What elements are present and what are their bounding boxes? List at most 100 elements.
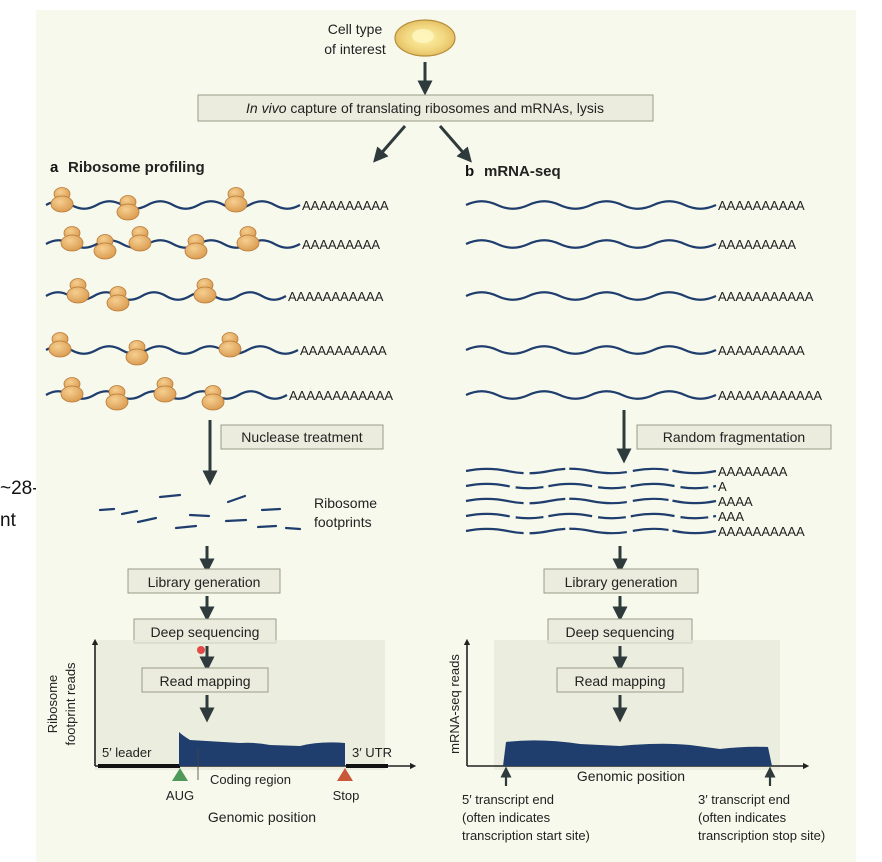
- y-axis-label-a: Ribosome: [45, 675, 60, 734]
- fragment-tail: A: [718, 479, 727, 494]
- transcript-end-label: 3′ transcript end: [698, 792, 790, 807]
- footprint-fragments: [98, 493, 302, 531]
- poly-a-tail: AAAAAAAAAAA: [288, 289, 384, 304]
- mrna-fragment: [465, 467, 717, 475]
- cell-icon: [394, 19, 456, 57]
- library-step-label-b: Library generation: [565, 574, 678, 590]
- ribosome-icon: [128, 226, 152, 252]
- fragment-tail: AAAA: [718, 494, 753, 509]
- y-axis-label-a: footprint reads: [63, 662, 78, 746]
- capture-step-label: In vivo capture of translating ribosomes…: [246, 100, 604, 116]
- capture-step-box: [197, 94, 654, 122]
- nuclease-step-box: [220, 424, 384, 450]
- ribosome-icon: [60, 226, 84, 252]
- read-mapping-label-a: Read mapping: [159, 673, 250, 689]
- transcript-start-label: (often indicates: [462, 810, 551, 825]
- x-axis-label-a: Genomic position: [208, 809, 316, 825]
- read-mapping-box-b: [556, 667, 684, 693]
- fragmentation-step-box: [636, 424, 832, 450]
- poly-a-tail: AAAAAAAAAA: [300, 343, 387, 358]
- flow-arrow-left: [373, 125, 407, 163]
- mrna-strand: [45, 345, 299, 355]
- deep-sequencing-label-a: Deep sequencing: [151, 624, 260, 640]
- mrna-fragment: [465, 512, 717, 520]
- panel-a-mrna-strands: AAAAAAAAAAAAAAAAAAAAAAAAAAAAAAAAAAAAAAAA…: [45, 187, 393, 411]
- library-step-box-b: [543, 568, 699, 594]
- ribosome-icon: [224, 187, 248, 213]
- mrna-strand: [465, 239, 717, 249]
- ribosome-icon: [153, 377, 177, 403]
- ribosome-icon: [106, 286, 130, 312]
- panel-a-title: Ribosome profiling: [68, 159, 205, 176]
- read-mapping-box-a: [141, 667, 269, 693]
- library-step-box-a: [127, 568, 281, 594]
- panel-b-mrna-strands: AAAAAAAAAAAAAAAAAAAAAAAAAAAAAAAAAAAAAAAA…: [465, 198, 822, 403]
- ribosome-icon: [50, 187, 74, 213]
- poly-a-tail: AAAAAAAAAAAA: [289, 388, 393, 403]
- ribosome-icon: [93, 234, 117, 260]
- utr-label: 3′ UTR: [352, 745, 392, 760]
- ribosome-icon: [125, 340, 149, 366]
- footprint-coverage-area: [179, 732, 345, 766]
- panel-b-title: mRNA-seq: [484, 163, 561, 180]
- aug-marker: [172, 768, 188, 781]
- ribosome-icon: [236, 226, 260, 252]
- leader-label: 5′ leader: [102, 745, 152, 760]
- poly-a-tail: AAAAAAAAAAAA: [718, 388, 822, 403]
- cursor-dot: [197, 646, 205, 654]
- aug-label: AUG: [166, 788, 194, 803]
- poly-a-tail: AAAAAAAAA: [718, 237, 796, 252]
- footprints-label: Ribosome: [314, 495, 377, 511]
- transcript-end-label: (often indicates: [698, 810, 787, 825]
- mrna-strand: [45, 200, 301, 210]
- stop-marker: [337, 768, 353, 781]
- deep-sequencing-label-b: Deep sequencing: [566, 624, 675, 640]
- poly-a-tail: AAAAAAAAAA: [718, 198, 805, 213]
- mrna-fragment: [465, 527, 717, 535]
- x-axis-label-b: Genomic position: [577, 768, 685, 784]
- transcript-end-label: transcription stop site): [698, 828, 825, 843]
- side-text-fragment: nt: [0, 510, 16, 531]
- fragment-tail: AAA: [718, 509, 744, 524]
- ribosome-icon: [184, 234, 208, 260]
- panel-a-letter: a: [50, 159, 59, 176]
- poly-a-tail: AAAAAAAAAAA: [718, 289, 814, 304]
- mrna-strand: [465, 291, 717, 301]
- transcript-start-label: 5′ transcript end: [462, 792, 554, 807]
- cell-type-label: of interest: [324, 41, 386, 57]
- fragment-tail: AAAAAAAAAA: [718, 524, 805, 539]
- flow-arrow-right: [438, 125, 472, 163]
- nuclease-step-label: Nuclease treatment: [241, 429, 363, 445]
- mrna-fragment: [465, 497, 717, 505]
- coding-region-label: Coding region: [210, 772, 291, 787]
- ribosome-icon: [105, 385, 129, 411]
- library-step-label-a: Library generation: [148, 574, 261, 590]
- panel-b-letter: b: [465, 163, 474, 180]
- ribosome-icon: [48, 332, 72, 358]
- ribosome-icon: [66, 278, 90, 304]
- fragmentation-step-label: Random fragmentation: [663, 429, 805, 445]
- fragment-tail: AAAAAAAA: [718, 464, 788, 479]
- footprints-label: footprints: [314, 514, 372, 530]
- deep-sequencing-box-a: [133, 618, 277, 644]
- read-mapping-label-b: Read mapping: [574, 673, 665, 689]
- mrna-strand: [465, 390, 717, 400]
- poly-a-tail: AAAAAAAAAA: [302, 198, 389, 213]
- mrna-coverage-area: [503, 740, 772, 766]
- mrna-fragment: [465, 482, 717, 490]
- transcript-start-label: transcription start site): [462, 828, 590, 843]
- stop-label: Stop: [333, 788, 360, 803]
- poly-a-tail: AAAAAAAAA: [302, 237, 380, 252]
- ribosome-icon: [60, 377, 84, 403]
- ribosome-icon: [201, 385, 225, 411]
- ribosome-icon: [193, 278, 217, 304]
- mrna-strand: [465, 200, 717, 210]
- poly-a-tail: AAAAAAAAAA: [718, 343, 805, 358]
- y-axis-label-b: mRNA-seq reads: [447, 654, 462, 754]
- cell-type-label: Cell type: [328, 21, 383, 37]
- mrna-strand: [465, 345, 717, 355]
- ribosome-icon: [116, 195, 140, 221]
- ribosome-icon: [218, 332, 242, 358]
